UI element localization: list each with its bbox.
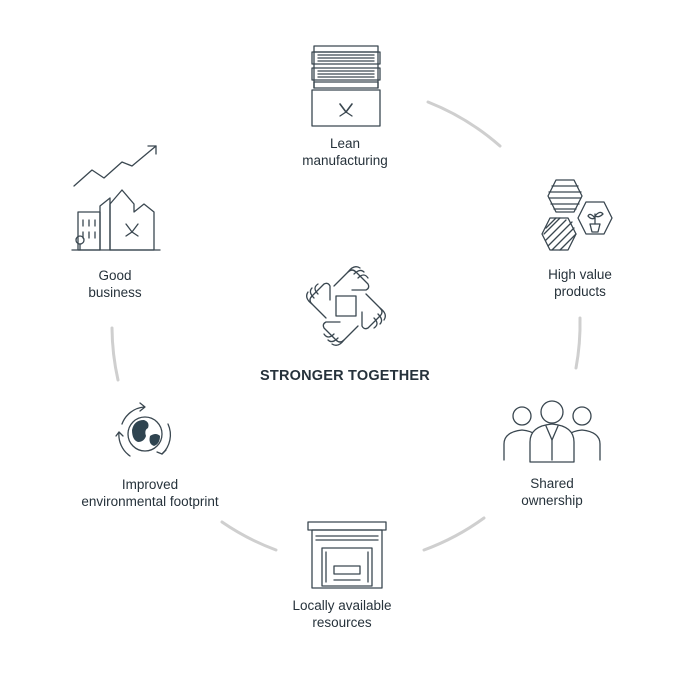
arc-shared-to-local <box>422 516 486 552</box>
node-label-line1: Improved <box>121 477 179 492</box>
node-label-line1: Locally available <box>292 598 392 613</box>
hexagon-products-icon <box>536 178 618 258</box>
center-title: STRONGER TOGETHER <box>260 368 430 384</box>
arc-environment-to-business <box>110 326 120 382</box>
node-improved-environmental-footprint: Improved environmental footprint <box>55 476 245 510</box>
storefront-icon <box>306 520 388 590</box>
node-label-line2: business <box>88 285 142 300</box>
arc-highvalue-to-shared <box>574 316 582 370</box>
node-high-value-products: High value products <box>510 266 650 300</box>
arc-local-to-environment <box>220 520 278 552</box>
node-label-line2: manufacturing <box>302 153 388 168</box>
growth-buildings-icon <box>70 140 162 256</box>
joined-hands-icon <box>296 256 396 356</box>
node-shared-ownership: Shared ownership <box>482 475 622 509</box>
arc-lean-to-highvalue <box>426 100 502 148</box>
node-label-line2: ownership <box>521 493 583 508</box>
node-label-line1: Lean <box>329 136 361 151</box>
node-lean-manufacturing: Lean manufacturing <box>270 135 420 169</box>
node-label-line2: environmental footprint <box>81 494 219 509</box>
node-locally-available-resources: Locally available resources <box>262 597 422 631</box>
factory-rack-icon <box>308 42 384 128</box>
node-label-line1: Shared <box>530 476 574 491</box>
people-group-icon <box>500 396 604 466</box>
node-label-line2: resources <box>312 615 372 630</box>
node-label-line1: Good <box>98 268 132 283</box>
node-label-line2: products <box>554 284 606 299</box>
node-good-business: Good business <box>60 267 170 301</box>
node-label-line1: High value <box>548 267 612 282</box>
recycle-globe-icon <box>110 398 180 468</box>
